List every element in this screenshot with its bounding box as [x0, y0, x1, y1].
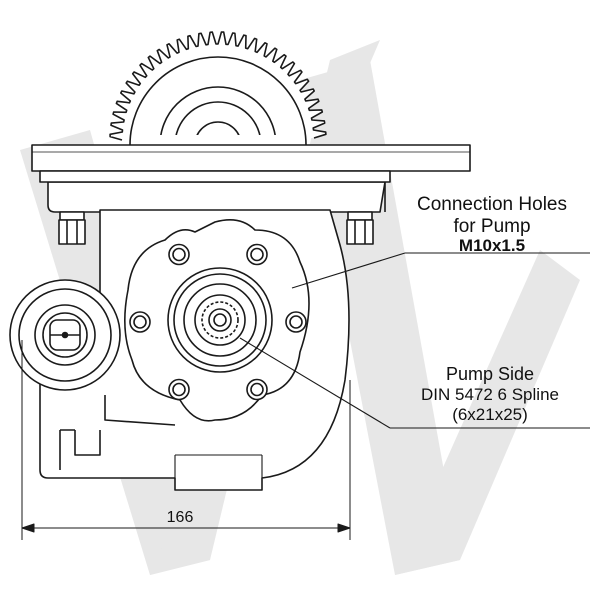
leader-connection-holes — [291, 252, 590, 289]
mounting-flange — [31, 144, 471, 213]
connection-thread-spec: M10x1.5 — [458, 236, 526, 255]
spline-size-label: (6x21x25) — [452, 405, 528, 424]
connection-holes-label-2: for Pump — [453, 216, 531, 237]
gear-icon — [109, 31, 327, 146]
connection-holes-label: Connection Holes — [417, 194, 567, 215]
spline-shaft — [167, 267, 273, 373]
pump-mounting-holes — [129, 243, 307, 401]
side-output-flange — [9, 279, 121, 391]
width-dimension-value: 166 — [166, 509, 194, 526]
dimension-line — [21, 340, 351, 540]
spline-standard-label: DIN 5472 6 Spline — [421, 385, 559, 404]
leader-pump-side — [239, 337, 590, 429]
pump-side-label: Pump Side — [445, 364, 535, 384]
